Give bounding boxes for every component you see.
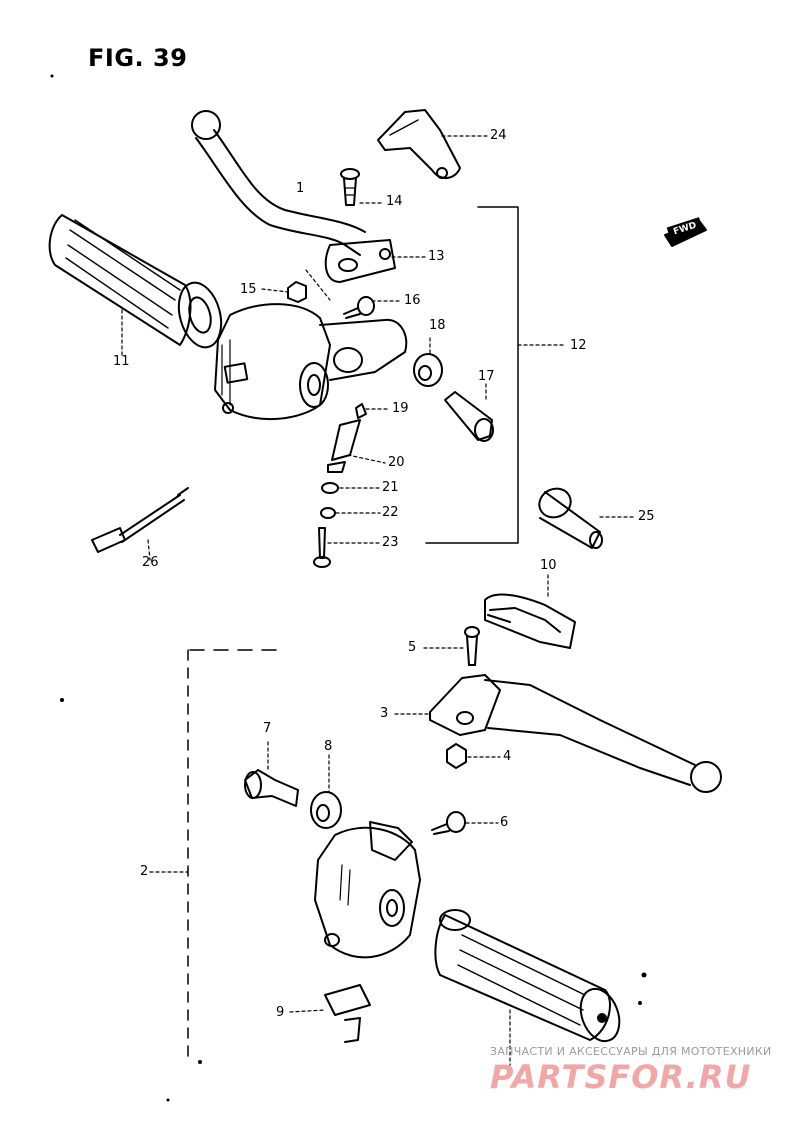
bracket-12 <box>425 206 519 544</box>
callout-12: 12 <box>570 338 587 353</box>
callout-18: 18 <box>429 318 446 333</box>
screw-5 <box>464 626 480 666</box>
callout-14: 14 <box>386 194 403 209</box>
callout-26: 26 <box>142 555 159 570</box>
callout-15: 15 <box>240 282 257 297</box>
callout-23: 23 <box>382 535 399 550</box>
leader-lines-lower <box>149 574 549 1066</box>
lever-cover <box>377 109 461 179</box>
callout-16: 16 <box>404 293 421 308</box>
callout-8: 8 <box>324 739 333 754</box>
clutch-lever <box>191 110 396 283</box>
callout-3: 3 <box>380 706 389 721</box>
callout-13: 13 <box>428 249 445 264</box>
nut-4 <box>446 743 467 769</box>
callout-9: 9 <box>276 1005 285 1020</box>
dust-cover <box>538 487 603 549</box>
screw-16 <box>343 296 375 319</box>
callout-25: 25 <box>638 509 655 524</box>
callout-10: 10 <box>540 558 557 573</box>
collar-18 <box>413 353 443 387</box>
bolt-17 <box>444 391 494 442</box>
left-switch-housing <box>214 303 408 421</box>
callout-1: 1 <box>296 181 305 196</box>
callout-24: 24 <box>490 128 507 143</box>
washer-21 <box>321 482 339 494</box>
throttle-grip <box>434 909 621 1043</box>
callout-21: 21 <box>382 480 399 495</box>
washer-22 <box>320 507 336 519</box>
callout-19: 19 <box>392 401 409 416</box>
cable-clip <box>324 984 371 1043</box>
callout-17: 17 <box>478 369 495 384</box>
callout-6: 6 <box>500 815 509 830</box>
callout-2: 2 <box>140 864 149 879</box>
screw-23 <box>313 527 331 568</box>
figure-title: FIG. 39 <box>88 44 188 72</box>
right-switch-housing <box>314 821 421 959</box>
switch-cover <box>484 593 576 649</box>
cable-tie <box>91 487 189 553</box>
scan-specks <box>50 74 647 1102</box>
bolt-7 <box>244 769 299 807</box>
nut-15 <box>287 281 307 303</box>
leader-lines-upper <box>121 135 636 561</box>
switch-clip <box>327 403 367 473</box>
screw-6 <box>431 811 466 835</box>
callout-11: 11 <box>113 354 130 369</box>
screw-14 <box>340 168 360 206</box>
left-grip <box>48 214 223 349</box>
watermark-tagline: ЗАПЧАСТИ И АКСЕССУАРЫ ДЛЯ МОТОТЕХНИКИ <box>490 1045 772 1058</box>
brake-lever <box>429 674 722 793</box>
callout-5: 5 <box>408 640 417 655</box>
callout-7: 7 <box>263 721 272 736</box>
watermark-logo: PARTSFOR.RU <box>490 1058 752 1096</box>
callout-22: 22 <box>382 505 399 520</box>
callout-4: 4 <box>503 749 512 764</box>
callout-20: 20 <box>388 455 405 470</box>
collar-8 <box>310 791 342 829</box>
